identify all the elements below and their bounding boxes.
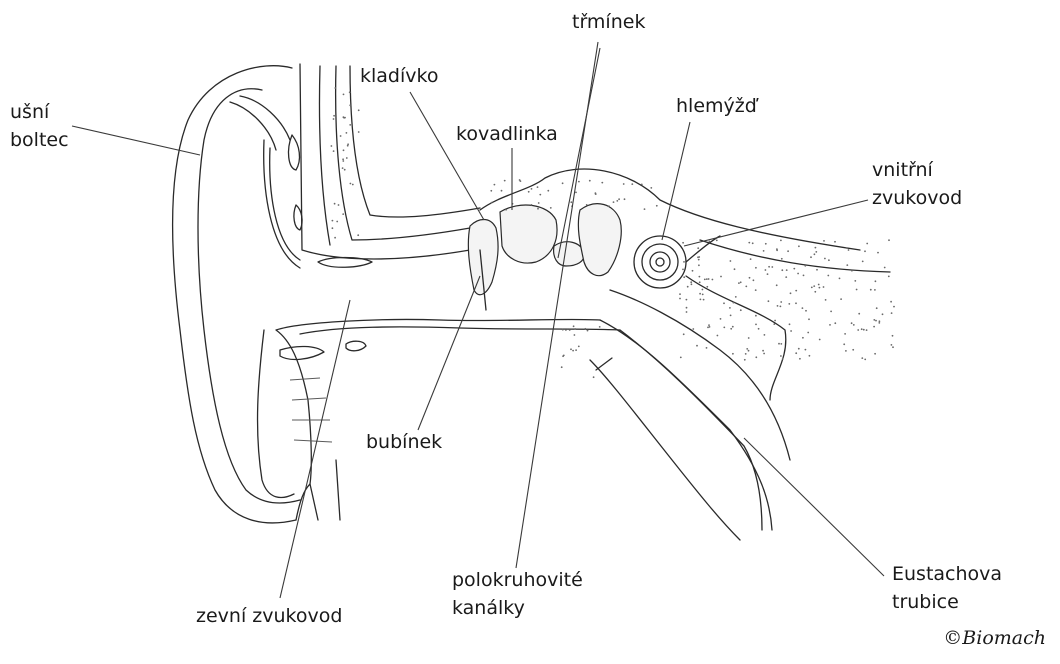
label-usni-boltec-2: boltec: [10, 128, 69, 153]
label-eustachova-2: trubice: [892, 590, 959, 615]
label-zevni-zvukovod: zevní zvukovod: [196, 604, 342, 629]
label-kladivko: kladívko: [360, 64, 438, 89]
label-hlemyzd: hlemýžď: [676, 94, 757, 119]
leader-zevni: [280, 300, 350, 598]
label-kovadlinka: kovadlinka: [456, 122, 558, 147]
auricle-shape: [173, 66, 300, 523]
label-vnitrni-1: vnitřní: [872, 158, 933, 183]
leader-vnitrni: [684, 200, 868, 246]
label-polokruhovite-1: polokruhovité: [452, 568, 583, 593]
ossicles: [468, 204, 621, 310]
leader-polokruhovite: [516, 42, 598, 568]
label-vnitrni-2: zvukovod: [872, 186, 962, 211]
eustachian-tube-shape: [590, 290, 790, 540]
label-trminek: třmínek: [572, 10, 645, 35]
label-bubinek: bubínek: [366, 430, 442, 455]
ear-canal-lower: [258, 319, 620, 520]
petrous-bone: [480, 169, 890, 400]
copyright-mark: ©Biomach: [943, 627, 1046, 649]
label-usni-boltec-1: ušní: [10, 100, 49, 125]
leader-bubinek: [418, 276, 480, 430]
label-polokruhovite-2: kanálky: [452, 596, 525, 621]
label-eustachova-1: Eustachova: [892, 562, 1002, 587]
temporal-bone-upper: [264, 64, 480, 268]
leader-kladivko: [410, 92, 484, 220]
leader-eustach: [744, 438, 884, 576]
leader-hlemyzd: [662, 122, 690, 240]
cochlea-shape: [634, 236, 720, 288]
